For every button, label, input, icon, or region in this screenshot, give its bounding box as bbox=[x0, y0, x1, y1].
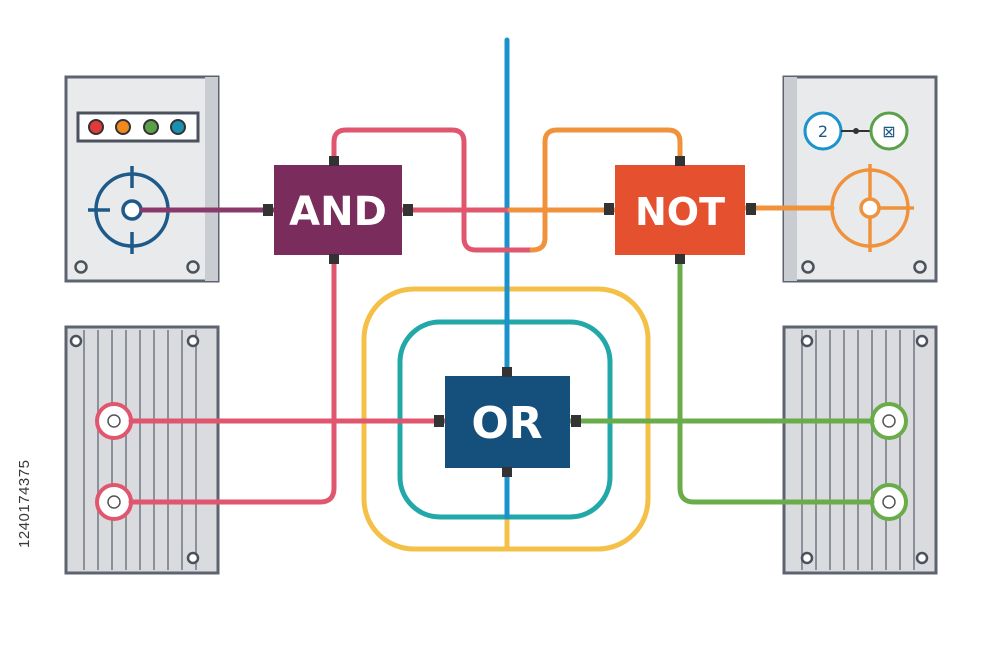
input-port-b-icon bbox=[95, 483, 133, 521]
indicator-light-orange-icon bbox=[115, 119, 131, 135]
orange-loop-wire bbox=[529, 127, 683, 253]
bottom-right-panel bbox=[782, 325, 938, 575]
screw-icon bbox=[915, 334, 929, 348]
screw-icon bbox=[800, 334, 814, 348]
node-number-label: 2 bbox=[818, 122, 828, 141]
output-port-b-icon bbox=[870, 483, 908, 521]
input-port-a-icon bbox=[95, 402, 133, 440]
or-gate-label: OR bbox=[471, 398, 542, 449]
indicator-light-red-icon bbox=[88, 119, 104, 135]
top-left-panel bbox=[64, 75, 220, 283]
symbol-node-icon: ⊠ bbox=[869, 111, 909, 151]
pink-and-top-wire bbox=[331, 127, 535, 253]
not-gate: NOT bbox=[604, 156, 756, 264]
and-gate-label: AND bbox=[289, 189, 387, 235]
screw-icon bbox=[74, 260, 88, 274]
green-not-down-wire bbox=[677, 252, 875, 505]
number-node-icon: 2 bbox=[803, 111, 843, 151]
screw-icon bbox=[186, 551, 200, 565]
screw-icon bbox=[801, 260, 815, 274]
junction-dot bbox=[853, 128, 859, 134]
node-symbol-label: ⊠ bbox=[882, 122, 895, 141]
screw-icon bbox=[913, 260, 927, 274]
pink-and-down-wire bbox=[128, 252, 337, 505]
and-gate: AND bbox=[263, 156, 413, 264]
screw-icon bbox=[915, 551, 929, 565]
side-id-text: 1240174375 bbox=[16, 460, 33, 548]
output-port-a-icon bbox=[870, 402, 908, 440]
indicator-light-blue-icon bbox=[170, 119, 186, 135]
not-gate-label: NOT bbox=[635, 190, 725, 234]
indicator-light-green-icon bbox=[143, 119, 159, 135]
top-right-panel: 2 ⊠ bbox=[782, 75, 938, 283]
screw-icon bbox=[186, 334, 200, 348]
screw-icon bbox=[186, 260, 200, 274]
or-gate-body bbox=[445, 376, 570, 468]
not-gate-body bbox=[615, 165, 745, 255]
bottom-left-panel bbox=[64, 325, 220, 575]
and-gate-body bbox=[274, 165, 402, 255]
or-gate: OR bbox=[434, 367, 581, 477]
screw-icon bbox=[69, 334, 83, 348]
screw-icon bbox=[800, 551, 814, 565]
